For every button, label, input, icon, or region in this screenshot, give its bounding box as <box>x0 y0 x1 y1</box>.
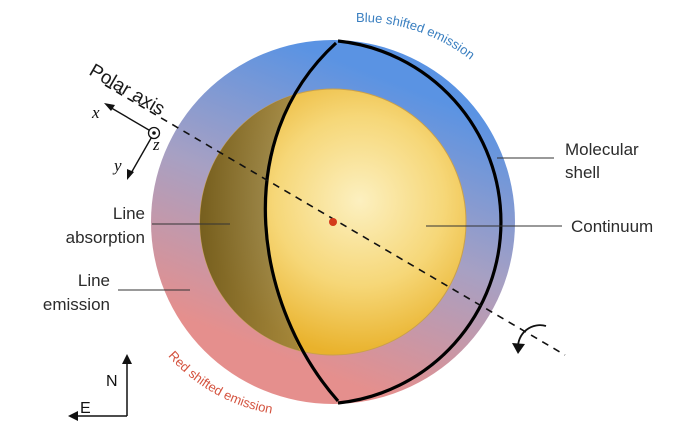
x-axis-label: x <box>91 103 100 122</box>
line-emission-label-line1: Line <box>78 271 110 290</box>
compass-east-arrowhead <box>68 411 78 421</box>
shell-outline <box>337 39 503 405</box>
compass-north-label: N <box>106 373 118 390</box>
continuum-label: Continuum <box>571 217 653 236</box>
y-axis-arrowhead <box>127 169 134 180</box>
compass-east-label: E <box>80 400 91 417</box>
y-axis-label: y <box>112 156 122 175</box>
rotation-arrowhead <box>512 343 525 354</box>
absorption-region <box>200 89 338 355</box>
x-axis-arrow <box>107 105 155 134</box>
x-axis-arrowhead <box>104 103 115 111</box>
z-axis-label: z <box>152 135 160 154</box>
molecular-shell-label-line1: Molecular <box>565 140 639 159</box>
z-axis-dot <box>152 131 156 135</box>
compass-north-arrowhead <box>122 354 132 364</box>
molecular-shell-label-line2: shell <box>565 163 600 182</box>
line-emission-label-line2: emission <box>43 295 110 314</box>
center-dot <box>329 218 337 226</box>
shell-limb-curve <box>263 41 340 403</box>
line-absorption-label-line2: absorption <box>66 228 145 247</box>
line-absorption-label-line1: Line <box>113 204 145 223</box>
y-axis-arrow <box>129 132 155 176</box>
